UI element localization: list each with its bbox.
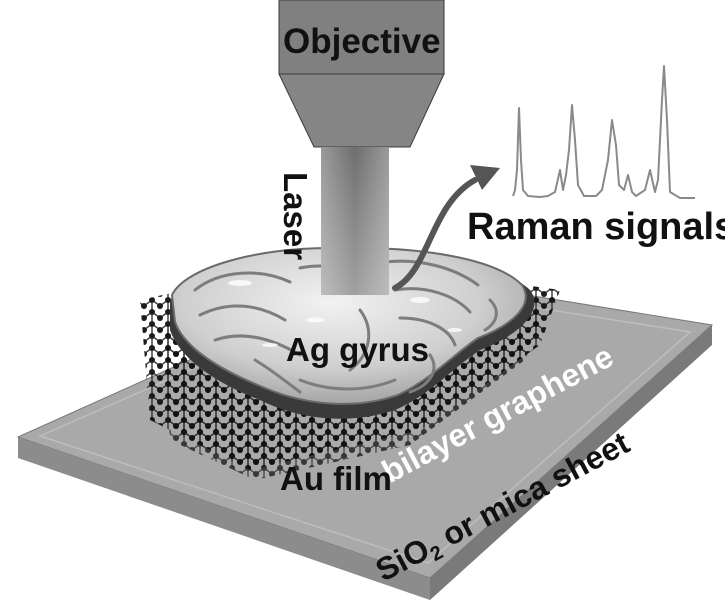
objective-label: Objective (283, 24, 441, 59)
ag-gyrus-label: Ag gyrus (286, 333, 429, 366)
laser-beam-glow (321, 147, 389, 295)
laser-label: Laser (279, 172, 312, 260)
raman-signals-label: Raman signals (467, 208, 725, 246)
objective-nozzle (279, 74, 444, 147)
raman-spectrum (513, 66, 695, 198)
au-film-label: Au film (280, 462, 392, 495)
